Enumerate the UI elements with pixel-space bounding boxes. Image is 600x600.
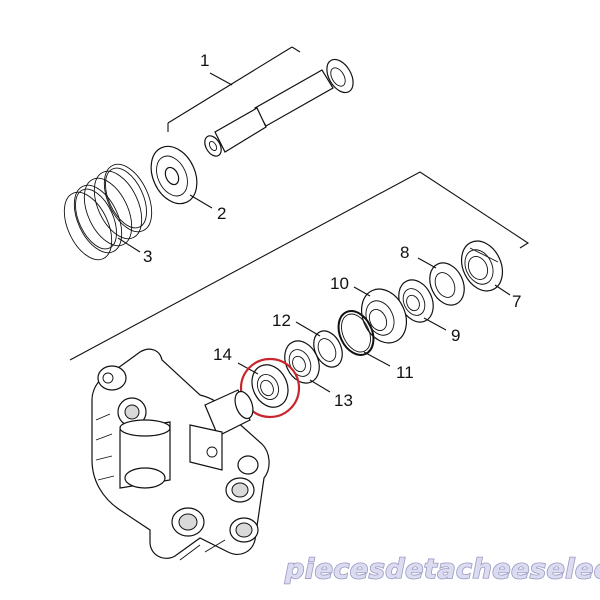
callout-14: 14 [213,345,232,364]
callout-3: 3 [143,247,152,266]
callout-1: 1 [200,51,209,70]
group-bracket [69,171,530,361]
part-14-ring [237,362,289,408]
part-2-washer [150,145,213,209]
callout-10: 10 [330,274,349,293]
part-3-spring [63,163,153,261]
pump-head-body [91,348,270,561]
callout-12: 12 [272,311,291,330]
part-11-o-ring [337,310,391,367]
part-8-washer [417,257,465,306]
callout-13: 13 [334,391,353,410]
callout-2: 2 [217,204,226,223]
part-7-seal-housing [460,240,511,296]
highlight-circle [239,357,301,419]
callout-9: 9 [451,326,460,345]
callout-8: 8 [400,243,409,262]
callout-11: 11 [396,363,414,382]
part-1-plunger [167,46,354,157]
part-12-washer [295,321,343,368]
callout-7: 7 [512,292,521,311]
watermark-text: piecesdetacheeselec.com [284,554,600,585]
